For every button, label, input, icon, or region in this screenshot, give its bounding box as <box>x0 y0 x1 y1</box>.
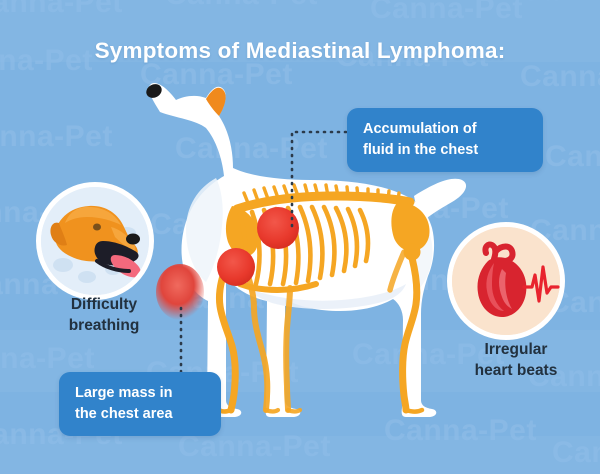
callout-line-2: heart beats <box>474 362 558 379</box>
dog-ear-inner <box>206 87 226 116</box>
dog-body-shape <box>148 83 467 418</box>
callout-irregular-heart-beats: Irregular heart beats <box>441 339 591 381</box>
callout-line-2: fluid in the chest <box>363 142 479 158</box>
callout-difficulty-breathing: Difficulty breathing <box>28 294 180 336</box>
tumor-markers <box>217 207 299 286</box>
difficulty-breathing-icon-circle <box>36 182 154 300</box>
callout-line-2: breathing <box>68 317 140 334</box>
page-title: Symptoms of Mediastinal Lymphoma: <box>94 38 506 63</box>
callout-line-1: Large mass in <box>75 385 173 401</box>
callout-line-1: Irregular <box>484 341 548 358</box>
irregular-heart-beats-icon-circle <box>447 222 565 340</box>
callout-line-1: Accumulation of <box>363 121 477 137</box>
connector-large-mass <box>176 306 190 378</box>
callout-large-mass[interactable]: Large mass in the chest area <box>59 372 221 436</box>
panting-dog-head-icon <box>41 187 149 295</box>
dog-nose <box>146 84 162 98</box>
heart-ecg-icon <box>452 227 560 335</box>
dog-skeleton <box>216 183 430 414</box>
callout-line-1: Difficulty <box>70 296 138 313</box>
callout-accumulation-of-fluid[interactable]: Accumulation of fluid in the chest <box>347 108 543 172</box>
callout-line-2: the chest area <box>75 406 173 422</box>
connector-accumulation <box>288 128 358 236</box>
chest-mass-marker <box>156 264 204 320</box>
